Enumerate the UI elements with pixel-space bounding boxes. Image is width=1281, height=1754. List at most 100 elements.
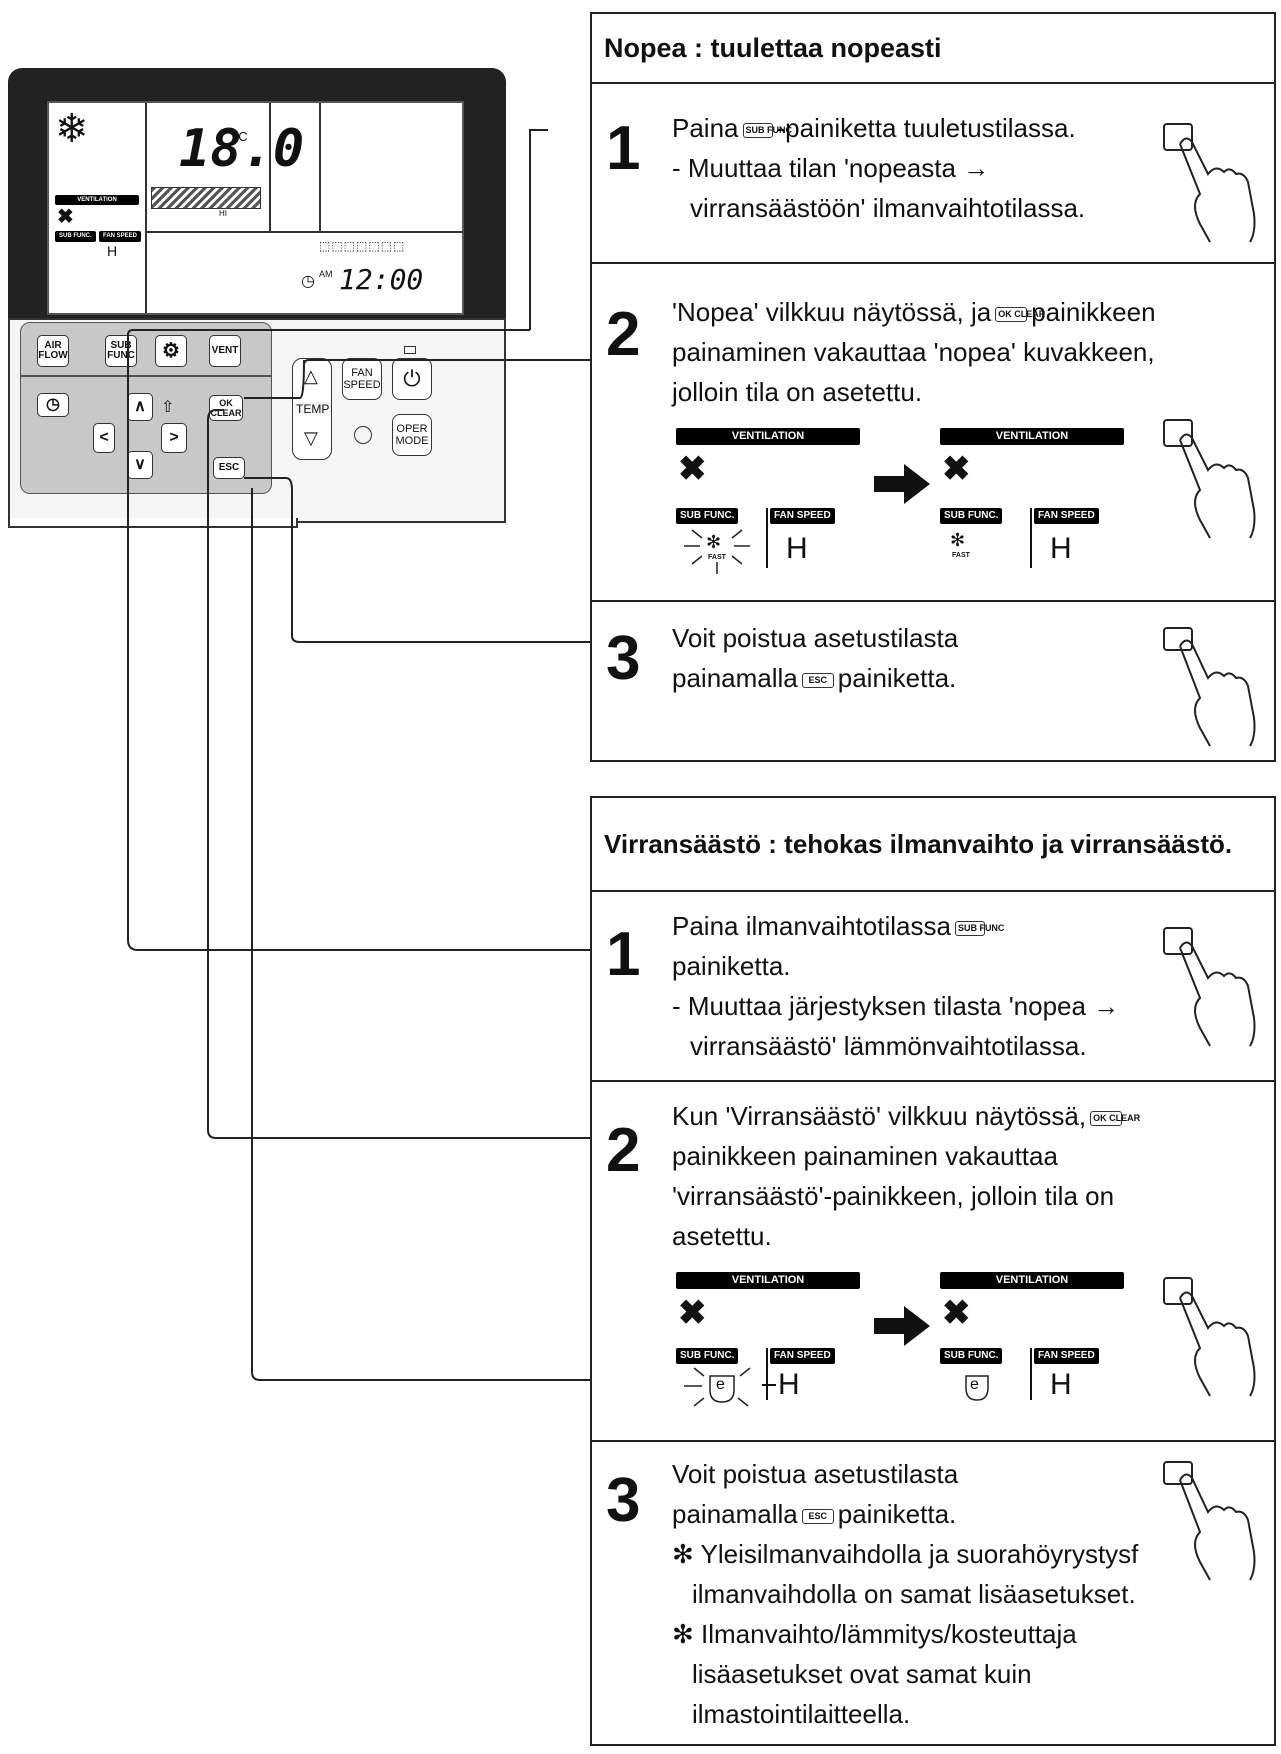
pressing-hand-icon: [1163, 927, 1256, 1047]
snowflake-icon: ❄: [55, 107, 89, 151]
power-indicator: [404, 346, 416, 354]
lock-icon: ⇧: [161, 399, 175, 416]
power-icon: ⏻: [403, 366, 421, 391]
fast-step3-line1: Voit poistua asetustilasta: [672, 623, 959, 653]
temp-up-button[interactable]: △: [304, 366, 318, 386]
save-sep-1: [592, 1080, 1274, 1082]
keypad: AIR FLOW SUB FUNC ⚙ VENT ◷ ∧ ⇧ OK CLEAR …: [20, 322, 272, 494]
save-step2-line4: asetettu.: [672, 1221, 772, 1251]
fast-fan-glyph: ✻: [706, 532, 722, 552]
lcd-fan-speed-value: H: [107, 243, 118, 259]
before-fast-text: FAST: [708, 554, 726, 561]
lcd-time: 12:00: [339, 263, 424, 296]
remote-bottom-lip: [8, 518, 298, 528]
lcd-mode-bar: VENTILATION: [55, 195, 139, 205]
save-step2-line1: Kun 'Virransäästö' vilkkuu näytössä,OK C…: [672, 1101, 1141, 1131]
divider-line: [1030, 1348, 1032, 1400]
save-step1-line2: painiketta.: [672, 951, 791, 981]
fast-step2-line3: jolloin tila on asetettu.: [672, 377, 923, 407]
before-speed-value: H: [786, 532, 808, 565]
left-button[interactable]: <: [93, 423, 115, 453]
power-save-icon: [965, 1375, 989, 1401]
before-h-dash: [762, 1384, 776, 1386]
after-fan-speed-tag: FAN SPEED: [1034, 508, 1099, 524]
vent-button[interactable]: VENT: [209, 335, 241, 367]
power-button[interactable]: ⏻: [392, 358, 432, 400]
save-step2-number: 2: [606, 1116, 641, 1185]
ventilation-icon: ✖: [942, 450, 971, 488]
save-step3-line1: Voit poistua asetustilasta: [672, 1459, 959, 1489]
section-save-title: Virransäästö : tehokas ilmanvaihto ja vi…: [592, 798, 1274, 892]
lcd-screen: ❄ 18.0 °C HI VENTILATION ✖ SUB FUNC. FAN…: [47, 101, 464, 315]
temp-down-button[interactable]: ▽: [304, 428, 318, 448]
fan-level-label: HI: [219, 209, 227, 218]
sub-func-icon: SUB FUNC: [954, 920, 1004, 936]
section-fast-title: Nopea : tuulettaa nopeasti: [592, 14, 1274, 84]
after-speed-value: H: [1050, 532, 1072, 565]
fast-step2-line2: painaminen vakauttaa 'nopea' kuvakkeen,: [672, 337, 1155, 367]
before-vent-bar: VENTILATION: [676, 1272, 860, 1289]
keypad-divider: [21, 375, 271, 377]
sensor-icon: [354, 426, 372, 444]
before-speed-value: H: [778, 1368, 800, 1401]
pressing-hand-icon: [1163, 627, 1256, 747]
fast-step3-number: 3: [606, 624, 641, 693]
ok-clear-button[interactable]: OK CLEAR: [209, 395, 243, 421]
save-display-before: VENTILATION ✖ SUB FUNC. FAN SPEED e H: [676, 1268, 876, 1418]
save-note2-line1: ✻ Ilmanvaihto/lämmitys/kosteuttaja: [672, 1619, 1077, 1649]
lcd-fan-speed-tag: FAN SPEED: [99, 231, 142, 242]
save-sep-2: [592, 1440, 1274, 1442]
fast-fan-glyph: ✻: [950, 530, 966, 550]
lcd-weekday-row: ⬚⬚⬚⬚⬚⬚⬚: [319, 239, 406, 253]
fast-sep-1: [592, 262, 1274, 264]
pressing-hand-icon: [1163, 1461, 1256, 1581]
after-fast-text: FAST: [952, 552, 970, 559]
ventilation-icon: ✖: [678, 1294, 707, 1332]
blinking-fast-icon: ✻ FAST: [682, 524, 752, 574]
fast-step2-number: 2: [606, 300, 641, 369]
save-display-after: VENTILATION ✖ SUB FUNC. FAN SPEED e H: [940, 1268, 1140, 1418]
after-fan-speed-tag: FAN SPEED: [1034, 1348, 1099, 1364]
clock-icon: ◷: [46, 396, 60, 413]
ventilation-icon: ✖: [57, 206, 74, 228]
esc-icon: ESC: [801, 1508, 834, 1524]
oper-mode-button[interactable]: OPER MODE: [392, 414, 432, 456]
lcd-am: AM: [319, 269, 333, 279]
pressing-hand-icon: [1163, 1277, 1256, 1397]
air-flow-button[interactable]: AIR FLOW: [37, 335, 69, 367]
arrow-right-icon: [874, 464, 930, 504]
blinking-save-icon: e: [682, 1362, 762, 1412]
esc-button[interactable]: ESC: [213, 457, 245, 479]
settings-button[interactable]: ⚙: [155, 335, 187, 367]
sub-func-button[interactable]: SUB FUNC: [105, 335, 137, 367]
before-sub-func-tag: SUB FUNC.: [676, 1348, 739, 1364]
fast-step1-line2: - Muuttaa tilan 'nopeasta →: [672, 153, 990, 183]
save-step2-line2: painikkeen painaminen vakauttaa: [672, 1141, 1058, 1171]
fan-speed-button[interactable]: FAN SPEED: [342, 358, 382, 400]
after-speed-value: H: [1050, 1368, 1072, 1401]
arrow-right-icon: [874, 1306, 930, 1346]
before-fan-speed-tag: FAN SPEED: [770, 508, 835, 524]
lcd-sub-func-tag: SUB FUNC.: [55, 231, 96, 242]
temp-label: TEMP: [294, 402, 332, 416]
before-vent-bar: VENTILATION: [676, 428, 860, 445]
clock-icon: ◷: [301, 273, 315, 290]
lcd-temperature: 18.0: [179, 119, 305, 179]
divider-line: [766, 1348, 768, 1400]
up-button[interactable]: ∧: [127, 393, 153, 421]
sub-func-icon: SUB FUNC: [742, 122, 792, 138]
divider-line: [766, 508, 768, 568]
ventilation-icon: ✖: [678, 450, 707, 488]
right-button[interactable]: >: [161, 423, 187, 453]
save-note2-line2: lisäasetukset ovat samat kuin: [692, 1659, 1032, 1689]
after-save-text: e: [970, 1376, 979, 1393]
lcd-temp-unit: °C: [233, 129, 248, 144]
esc-icon: ESC: [801, 672, 834, 688]
fast-step1-line3: virransäästöön' ilmanvaihtotilassa.: [690, 193, 1086, 223]
save-step3-number: 3: [606, 1466, 641, 1535]
timer-button[interactable]: ◷: [37, 393, 69, 417]
save-note1-line2: ilmanvaihdolla on samat lisäasetukset.: [692, 1579, 1136, 1609]
